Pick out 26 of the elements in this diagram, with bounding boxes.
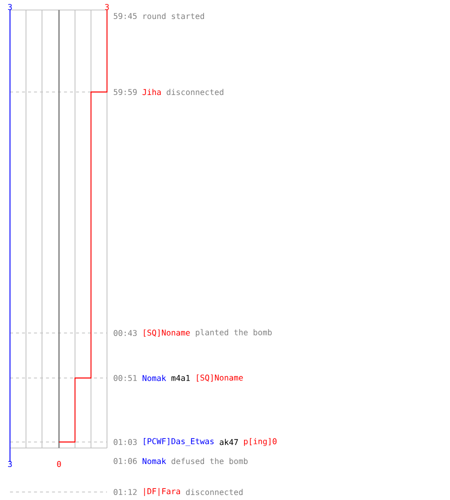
timestamp: 01:06 <box>114 458 137 464</box>
timestamp: 59:59 <box>114 88 137 96</box>
event-text: disconnected <box>186 488 243 496</box>
event-text: planted the bomb <box>196 329 272 337</box>
timestamp: 00:43 <box>114 330 137 336</box>
count-label: 3 <box>8 4 12 10</box>
event-text: disconnected <box>166 88 224 96</box>
player-name: Nomak <box>142 374 166 382</box>
count-label: 3 <box>8 460 12 468</box>
player-name: Jiha <box>142 88 161 96</box>
weapon-label: m4a1 <box>171 375 190 381</box>
event-text: round started <box>144 12 204 20</box>
event-text: defused the bomb <box>172 458 248 464</box>
timestamp: 00:51 <box>114 374 137 382</box>
player-name: Nomak <box>142 458 166 464</box>
weapon-label: ak47 <box>220 438 238 446</box>
player-name: [PCWF]Das_Etwas <box>144 438 214 446</box>
player-name: p[ing]0 <box>244 438 277 446</box>
count-label: 0 <box>57 460 61 468</box>
timestamp: 59:45 <box>114 12 137 20</box>
count-label: 3 <box>105 4 109 10</box>
timestamp: 01:03 <box>114 438 137 446</box>
player-name: [SQ]Noname <box>196 374 243 382</box>
player-name: [SQ]Noname <box>144 329 190 337</box>
player-name: |DF|Fara <box>144 488 180 496</box>
timestamp: 01:12 <box>114 488 137 496</box>
